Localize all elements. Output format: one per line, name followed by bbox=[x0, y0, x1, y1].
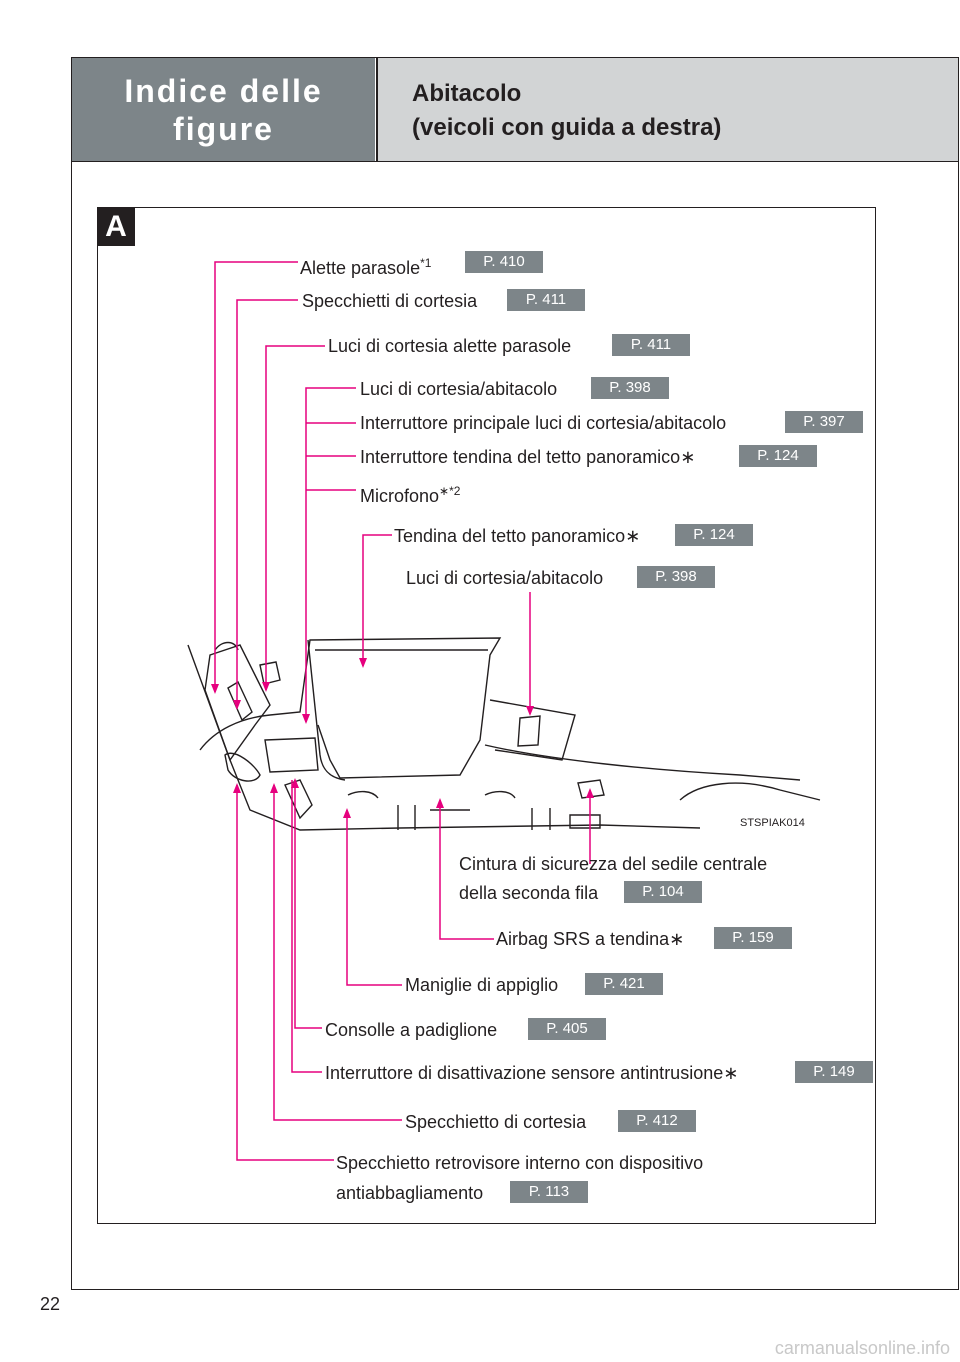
page-ref-maniglie[interactable]: P. 421 bbox=[585, 973, 663, 995]
label-specchietti-cortesia: Specchietti di cortesia bbox=[302, 291, 478, 311]
page-ref-tendina-tetto[interactable]: P. 124 bbox=[675, 524, 753, 546]
page-ref-luci-alette[interactable]: P. 411 bbox=[612, 334, 690, 356]
label-cintura: della seconda fila bbox=[459, 883, 599, 903]
page-ref-cintura[interactable]: P. 104 bbox=[624, 881, 702, 903]
page-ref-luci-abitacolo-2[interactable]: P. 398 bbox=[637, 566, 715, 588]
label-interruttore-principale: Interruttore principale luci di cortesia… bbox=[360, 413, 727, 433]
page-number: 22 bbox=[40, 1294, 61, 1314]
figure-panel bbox=[97, 207, 876, 1224]
asterisk-mark: ∗ bbox=[669, 929, 685, 949]
page-ref-specchietti-cortesia[interactable]: P. 411 bbox=[507, 289, 585, 311]
label-interruttore-antintrusione: Interruttore di disattivazione sensore a… bbox=[325, 1063, 739, 1083]
label-airbag: Airbag SRS a tendina∗ bbox=[496, 929, 685, 949]
panel-badge: A bbox=[97, 207, 135, 246]
label-microfono: Microfono∗*2 bbox=[360, 484, 461, 506]
page-ref-interruttore-antintrusione[interactable]: P. 149 bbox=[795, 1061, 873, 1083]
page-ref-interruttore-tendina[interactable]: P. 124 bbox=[739, 445, 817, 467]
label-luci-abitacolo-1: Luci di cortesia/abitacolo bbox=[360, 379, 558, 399]
label-interruttore-tendina: Interruttore tendina del tetto panoramic… bbox=[360, 447, 696, 467]
page-ref-alette-parasole[interactable]: P. 410 bbox=[465, 251, 543, 273]
page-frame bbox=[71, 57, 959, 1290]
label-luci-alette: Luci di cortesia alette parasole bbox=[328, 336, 572, 356]
leader-lines bbox=[214, 261, 591, 1161]
page-ref-consolle[interactable]: P. 405 bbox=[528, 1018, 606, 1040]
asterisk-mark: ∗ bbox=[680, 447, 696, 467]
label-tendina-tetto: Tendina del tetto panoramico∗ bbox=[394, 526, 641, 546]
subtitle-line2: (veicoli con guida a destra) bbox=[412, 114, 722, 141]
asterisk-mark: ∗ bbox=[625, 526, 641, 546]
footnote-mark: *1 bbox=[420, 256, 432, 270]
header-divider bbox=[72, 161, 958, 162]
label-alette-parasole: Alette parasole*1 bbox=[300, 256, 432, 278]
page-ref-luci-abitacolo-1[interactable]: P. 398 bbox=[591, 377, 669, 399]
asterisk-mark: ∗ bbox=[723, 1063, 739, 1083]
footnote-mark: ∗*2 bbox=[439, 484, 461, 498]
car-roof-drawing bbox=[187, 637, 821, 831]
section-title: Indice delle figure bbox=[72, 58, 375, 161]
leader-arrowheads bbox=[211, 658, 594, 818]
label-luci-abitacolo-2: Luci di cortesia/abitacolo bbox=[406, 568, 604, 588]
header-subtitle-box: Abitacolo (veicoli con guida a destra) bbox=[376, 58, 958, 161]
page-ref-specchietto-cortesia[interactable]: P. 412 bbox=[618, 1110, 696, 1132]
image-code: STSPIAK014 bbox=[740, 817, 805, 829]
page-ref-retrovisore[interactable]: P. 113 bbox=[510, 1181, 588, 1203]
label-retrovisore: antiabbagliamento bbox=[336, 1183, 484, 1203]
page-ref-airbag[interactable]: P. 159 bbox=[714, 927, 792, 949]
label-consolle: Consolle a padiglione bbox=[325, 1020, 498, 1040]
page-ref-interruttore-principale[interactable]: P. 397 bbox=[785, 411, 863, 433]
subtitle-line1: Abitacolo bbox=[412, 80, 522, 107]
footer-watermark: carmanualsonline.info bbox=[774, 1338, 950, 1358]
label-cintura-line1: Cintura di sicurezza del sedile centrale bbox=[459, 854, 768, 874]
label-maniglie: Maniglie di appiglio bbox=[405, 975, 559, 995]
label-specchietto-cortesia: Specchietto di cortesia bbox=[405, 1112, 587, 1132]
label-retrovisore-line1: Specchietto retrovisore interno con disp… bbox=[336, 1153, 704, 1173]
